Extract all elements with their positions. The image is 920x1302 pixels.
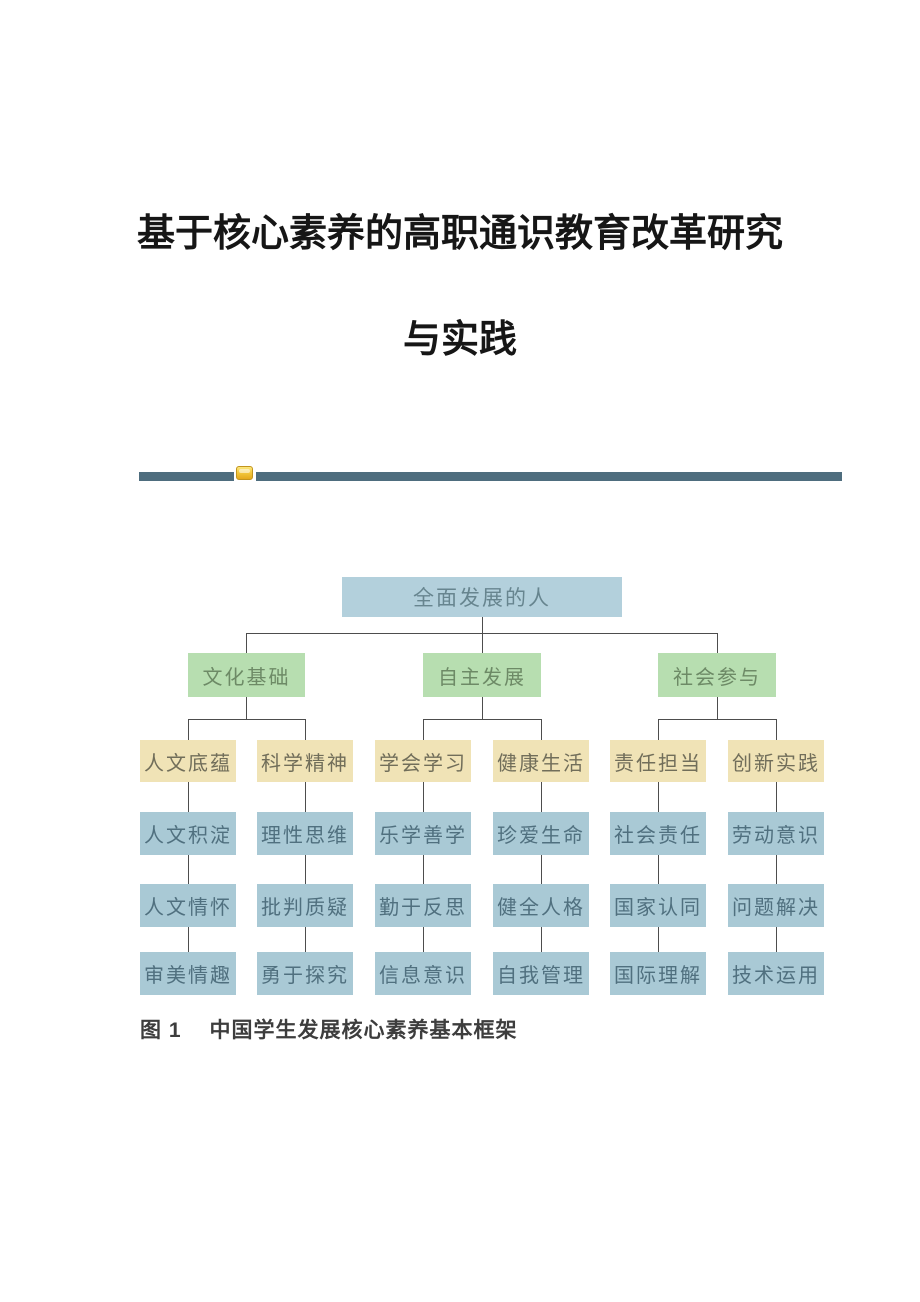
connector-line <box>188 719 189 740</box>
connector-line <box>188 927 189 952</box>
dimension-node: 学会学习 <box>375 740 471 782</box>
connector-line <box>658 927 659 952</box>
connector-line <box>482 633 483 653</box>
competency-node: 健全人格 <box>493 884 589 927</box>
dimension-node: 创新实践 <box>728 740 824 782</box>
competency-node: 技术运用 <box>728 952 824 995</box>
connector-line <box>423 927 424 952</box>
connector-line <box>717 697 718 719</box>
competency-node: 社会责任 <box>610 812 706 855</box>
competency-node: 国家认同 <box>610 884 706 927</box>
connector-line <box>658 719 777 720</box>
document-title-line1: 基于核心素养的高职通识教育改革研究 <box>136 213 783 255</box>
connector-line <box>776 782 777 812</box>
gold-badge-icon <box>236 466 253 480</box>
connector-line <box>541 782 542 812</box>
connector-line <box>776 855 777 884</box>
divider-bar-right <box>256 472 842 481</box>
figure-caption-label: 图 1 <box>140 1019 182 1042</box>
competency-node: 国际理解 <box>610 952 706 995</box>
competency-node: 人文情怀 <box>140 884 236 927</box>
figure-caption: 图 1 中国学生发展核心素养基本框架 <box>140 1014 518 1044</box>
connector-line <box>482 697 483 719</box>
connector-line <box>482 617 483 633</box>
connector-line <box>776 927 777 952</box>
connector-line <box>188 855 189 884</box>
connector-line <box>188 719 306 720</box>
dimension-node: 科学精神 <box>257 740 353 782</box>
connector-line <box>776 719 777 740</box>
connector-line <box>541 927 542 952</box>
competency-node: 问题解决 <box>728 884 824 927</box>
branch-node-autonomy: 自主发展 <box>423 653 541 697</box>
connector-line <box>423 782 424 812</box>
competency-node: 勤于反思 <box>375 884 471 927</box>
competency-node: 乐学善学 <box>375 812 471 855</box>
competency-node: 审美情趣 <box>140 952 236 995</box>
competency-node: 人文积淀 <box>140 812 236 855</box>
connector-line <box>423 719 424 740</box>
connector-line <box>423 719 542 720</box>
competency-node: 劳动意识 <box>728 812 824 855</box>
connector-line <box>423 855 424 884</box>
dimension-node: 责任担当 <box>610 740 706 782</box>
connector-line <box>541 855 542 884</box>
competency-node: 理性思维 <box>257 812 353 855</box>
dimension-node: 人文底蕴 <box>140 740 236 782</box>
competency-node: 信息意识 <box>375 952 471 995</box>
root-node: 全面发展的人 <box>342 577 622 617</box>
competency-node: 珍爱生命 <box>493 812 589 855</box>
connector-line <box>541 719 542 740</box>
connector-line <box>246 697 247 719</box>
connector-line <box>717 633 718 653</box>
document-title-line2: 与实践 <box>402 319 517 361</box>
connector-line <box>305 855 306 884</box>
competency-node: 自我管理 <box>493 952 589 995</box>
connector-line <box>658 782 659 812</box>
connector-line <box>246 633 247 653</box>
competency-node: 批判质疑 <box>257 884 353 927</box>
branch-node-society: 社会参与 <box>658 653 776 697</box>
connector-line <box>658 855 659 884</box>
connector-line <box>305 719 306 740</box>
connector-line <box>305 927 306 952</box>
dimension-node: 健康生活 <box>493 740 589 782</box>
connector-line <box>188 782 189 812</box>
connector-line <box>305 782 306 812</box>
divider-bar-left <box>139 472 234 481</box>
branch-node-culture: 文化基础 <box>188 653 305 697</box>
connector-line <box>658 719 659 740</box>
figure-caption-text: 中国学生发展核心素养基本框架 <box>209 1019 518 1042</box>
competency-node: 勇于探究 <box>257 952 353 995</box>
